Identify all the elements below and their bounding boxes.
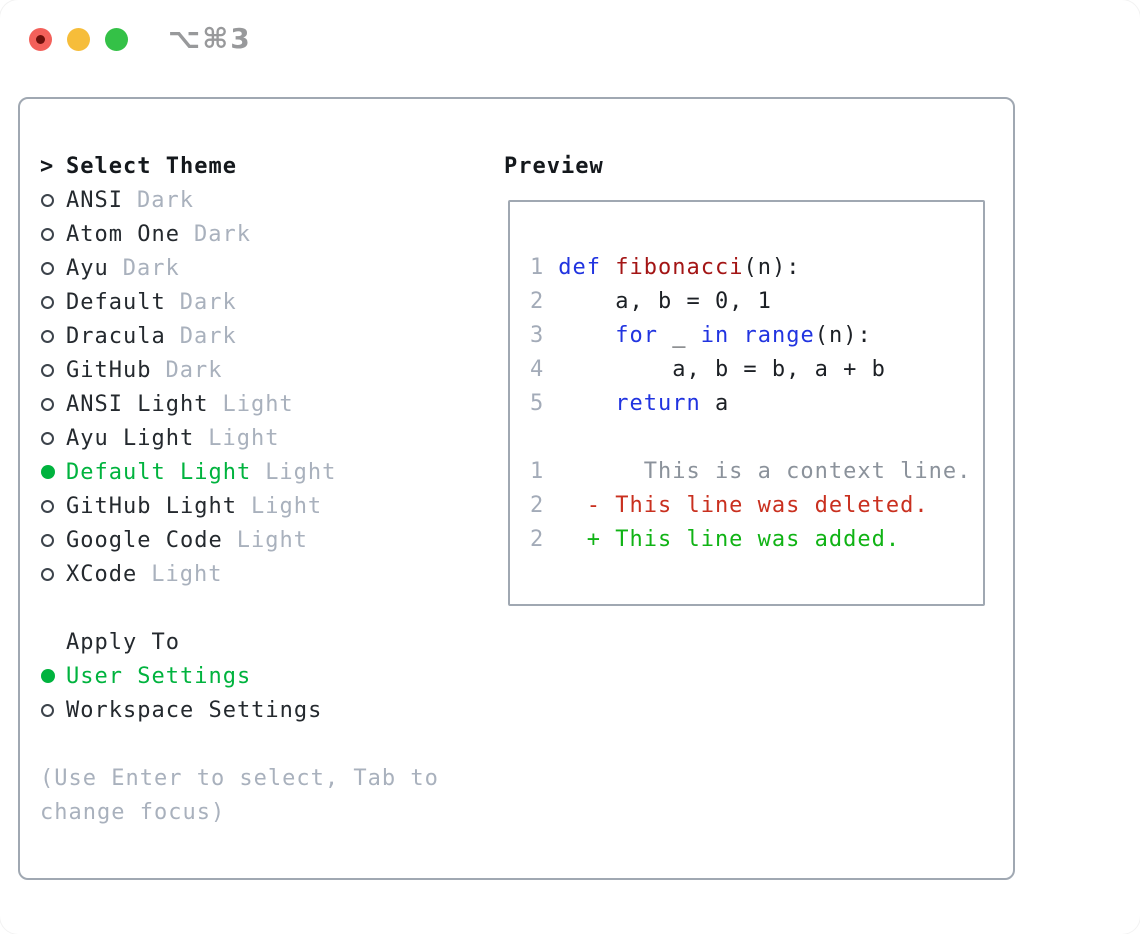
spacer — [40, 591, 504, 625]
theme-option-ansi-dark[interactable]: ANSI Dark — [40, 183, 504, 217]
code-token: a, b = b, a + b — [544, 356, 886, 382]
preview-title: Preview — [504, 153, 604, 179]
spacer — [40, 727, 504, 761]
help-text-line-1: (Use Enter to select, Tab to — [40, 765, 439, 791]
diff-deleted-text: - This line was deleted. — [544, 492, 929, 518]
theme-option-ansi-light[interactable]: ANSI Light Light — [40, 387, 504, 421]
radio-unselected-icon — [40, 499, 66, 513]
line-number: 2 — [530, 288, 545, 314]
theme-option-github-dark[interactable]: GitHub Dark — [40, 353, 504, 387]
line-number: 5 — [530, 390, 545, 416]
radio-unselected-icon — [40, 363, 66, 377]
radio-selected-icon — [40, 465, 66, 479]
close-dot-icon — [36, 35, 45, 44]
code-line: 2 a, b = 0, 1 — [530, 284, 983, 318]
theme-option-default-dark[interactable]: Default Dark — [40, 285, 504, 319]
radio-unselected-icon — [40, 193, 66, 207]
code-line: 1 def fibonacci (n): — [530, 250, 983, 284]
preview-header-row: Preview — [504, 149, 1013, 183]
radio-unselected-icon — [40, 533, 66, 547]
radio-unselected-icon — [40, 431, 66, 445]
theme-option-github-light[interactable]: GitHub Light Light — [40, 489, 504, 523]
apply-option-user-settings[interactable]: User Settings — [40, 659, 504, 693]
radio-unselected-icon — [40, 261, 66, 275]
code-token: (n): — [743, 254, 801, 280]
apply-option-workspace-settings[interactable]: Workspace Settings — [40, 693, 504, 727]
radio-unselected-icon — [40, 227, 66, 241]
prompt-icon: > — [40, 153, 55, 179]
line-number: 1 — [530, 458, 545, 484]
code-token — [544, 391, 615, 416]
window-title: ⌥⌘3 — [168, 22, 252, 55]
line-number: 4 — [530, 356, 545, 382]
code-token-keyword: range — [743, 322, 815, 348]
radio-unselected-icon — [40, 397, 66, 411]
theme-option-ayu-light[interactable]: Ayu Light Light — [40, 421, 504, 455]
code-token: _ — [657, 322, 701, 348]
code-token — [729, 323, 743, 348]
code-token-keyword: in — [700, 322, 730, 348]
code-line: 5 return a — [530, 386, 983, 420]
preview-panel: Preview 1 def fibonacci (n): 2 a, b = 0,… — [504, 149, 1013, 878]
radio-unselected-icon — [40, 703, 66, 717]
theme-option-google-code-light[interactable]: Google Code Light — [40, 523, 504, 557]
code-token-keyword: for — [615, 322, 658, 348]
theme-option-dracula-dark[interactable]: Dracula Dark — [40, 319, 504, 353]
line-number: 2 — [530, 492, 545, 518]
apply-to-title: Apply To — [66, 629, 180, 655]
theme-list-title: Select Theme — [66, 153, 237, 179]
theme-option-xcode-light[interactable]: XCode Light — [40, 557, 504, 591]
code-token — [544, 255, 558, 280]
minimize-button[interactable] — [67, 28, 90, 51]
theme-option-default-light[interactable]: Default Light Light — [40, 455, 504, 489]
theme-list: > Select Theme ANSI Dark Atom One Dark A… — [40, 149, 504, 878]
code-line: 3 for _ in range (n): — [530, 318, 983, 352]
code-preview-box: 1 def fibonacci (n): 2 a, b = 0, 1 3 for… — [508, 200, 985, 606]
code-token-keyword: def — [558, 254, 616, 280]
code-line: 4 a, b = b, a + b — [530, 352, 983, 386]
apply-to-header: Apply To — [40, 625, 504, 659]
line-number: 3 — [530, 322, 545, 348]
code-token-function: fibonacci — [615, 254, 744, 280]
diff-line-deleted: 2 - This line was deleted. — [530, 488, 983, 522]
radio-unselected-icon — [40, 295, 66, 309]
titlebar: ⌥⌘3 — [0, 0, 1140, 97]
radio-unselected-icon — [40, 329, 66, 343]
theme-picker-panel: > Select Theme ANSI Dark Atom One Dark A… — [18, 97, 1015, 880]
code-token: a, b = 0, 1 — [544, 288, 772, 314]
line-number: 1 — [530, 254, 545, 280]
theme-option-ayu-dark[interactable]: Ayu Dark — [40, 251, 504, 285]
diff-line-added: 2 + This line was added. — [530, 522, 983, 556]
diff-context-text: This is a context line. — [544, 458, 972, 484]
radio-unselected-icon — [40, 567, 66, 581]
theme-option-atom-one-dark[interactable]: Atom One Dark — [40, 217, 504, 251]
spacer — [530, 420, 983, 454]
code-token: (n): — [814, 322, 872, 348]
zoom-button[interactable] — [105, 28, 128, 51]
diff-line-context: 1 This is a context line. — [530, 454, 983, 488]
code-token: a — [700, 390, 730, 416]
theme-list-header: > Select Theme — [40, 149, 504, 183]
code-token-keyword: return — [615, 390, 701, 416]
diff-added-text: + This line was added. — [544, 526, 901, 552]
close-button[interactable] — [29, 28, 52, 51]
help-text-line-2: change focus) — [40, 799, 226, 825]
radio-selected-icon — [40, 669, 66, 683]
code-token — [544, 323, 615, 348]
line-number: 2 — [530, 526, 545, 552]
